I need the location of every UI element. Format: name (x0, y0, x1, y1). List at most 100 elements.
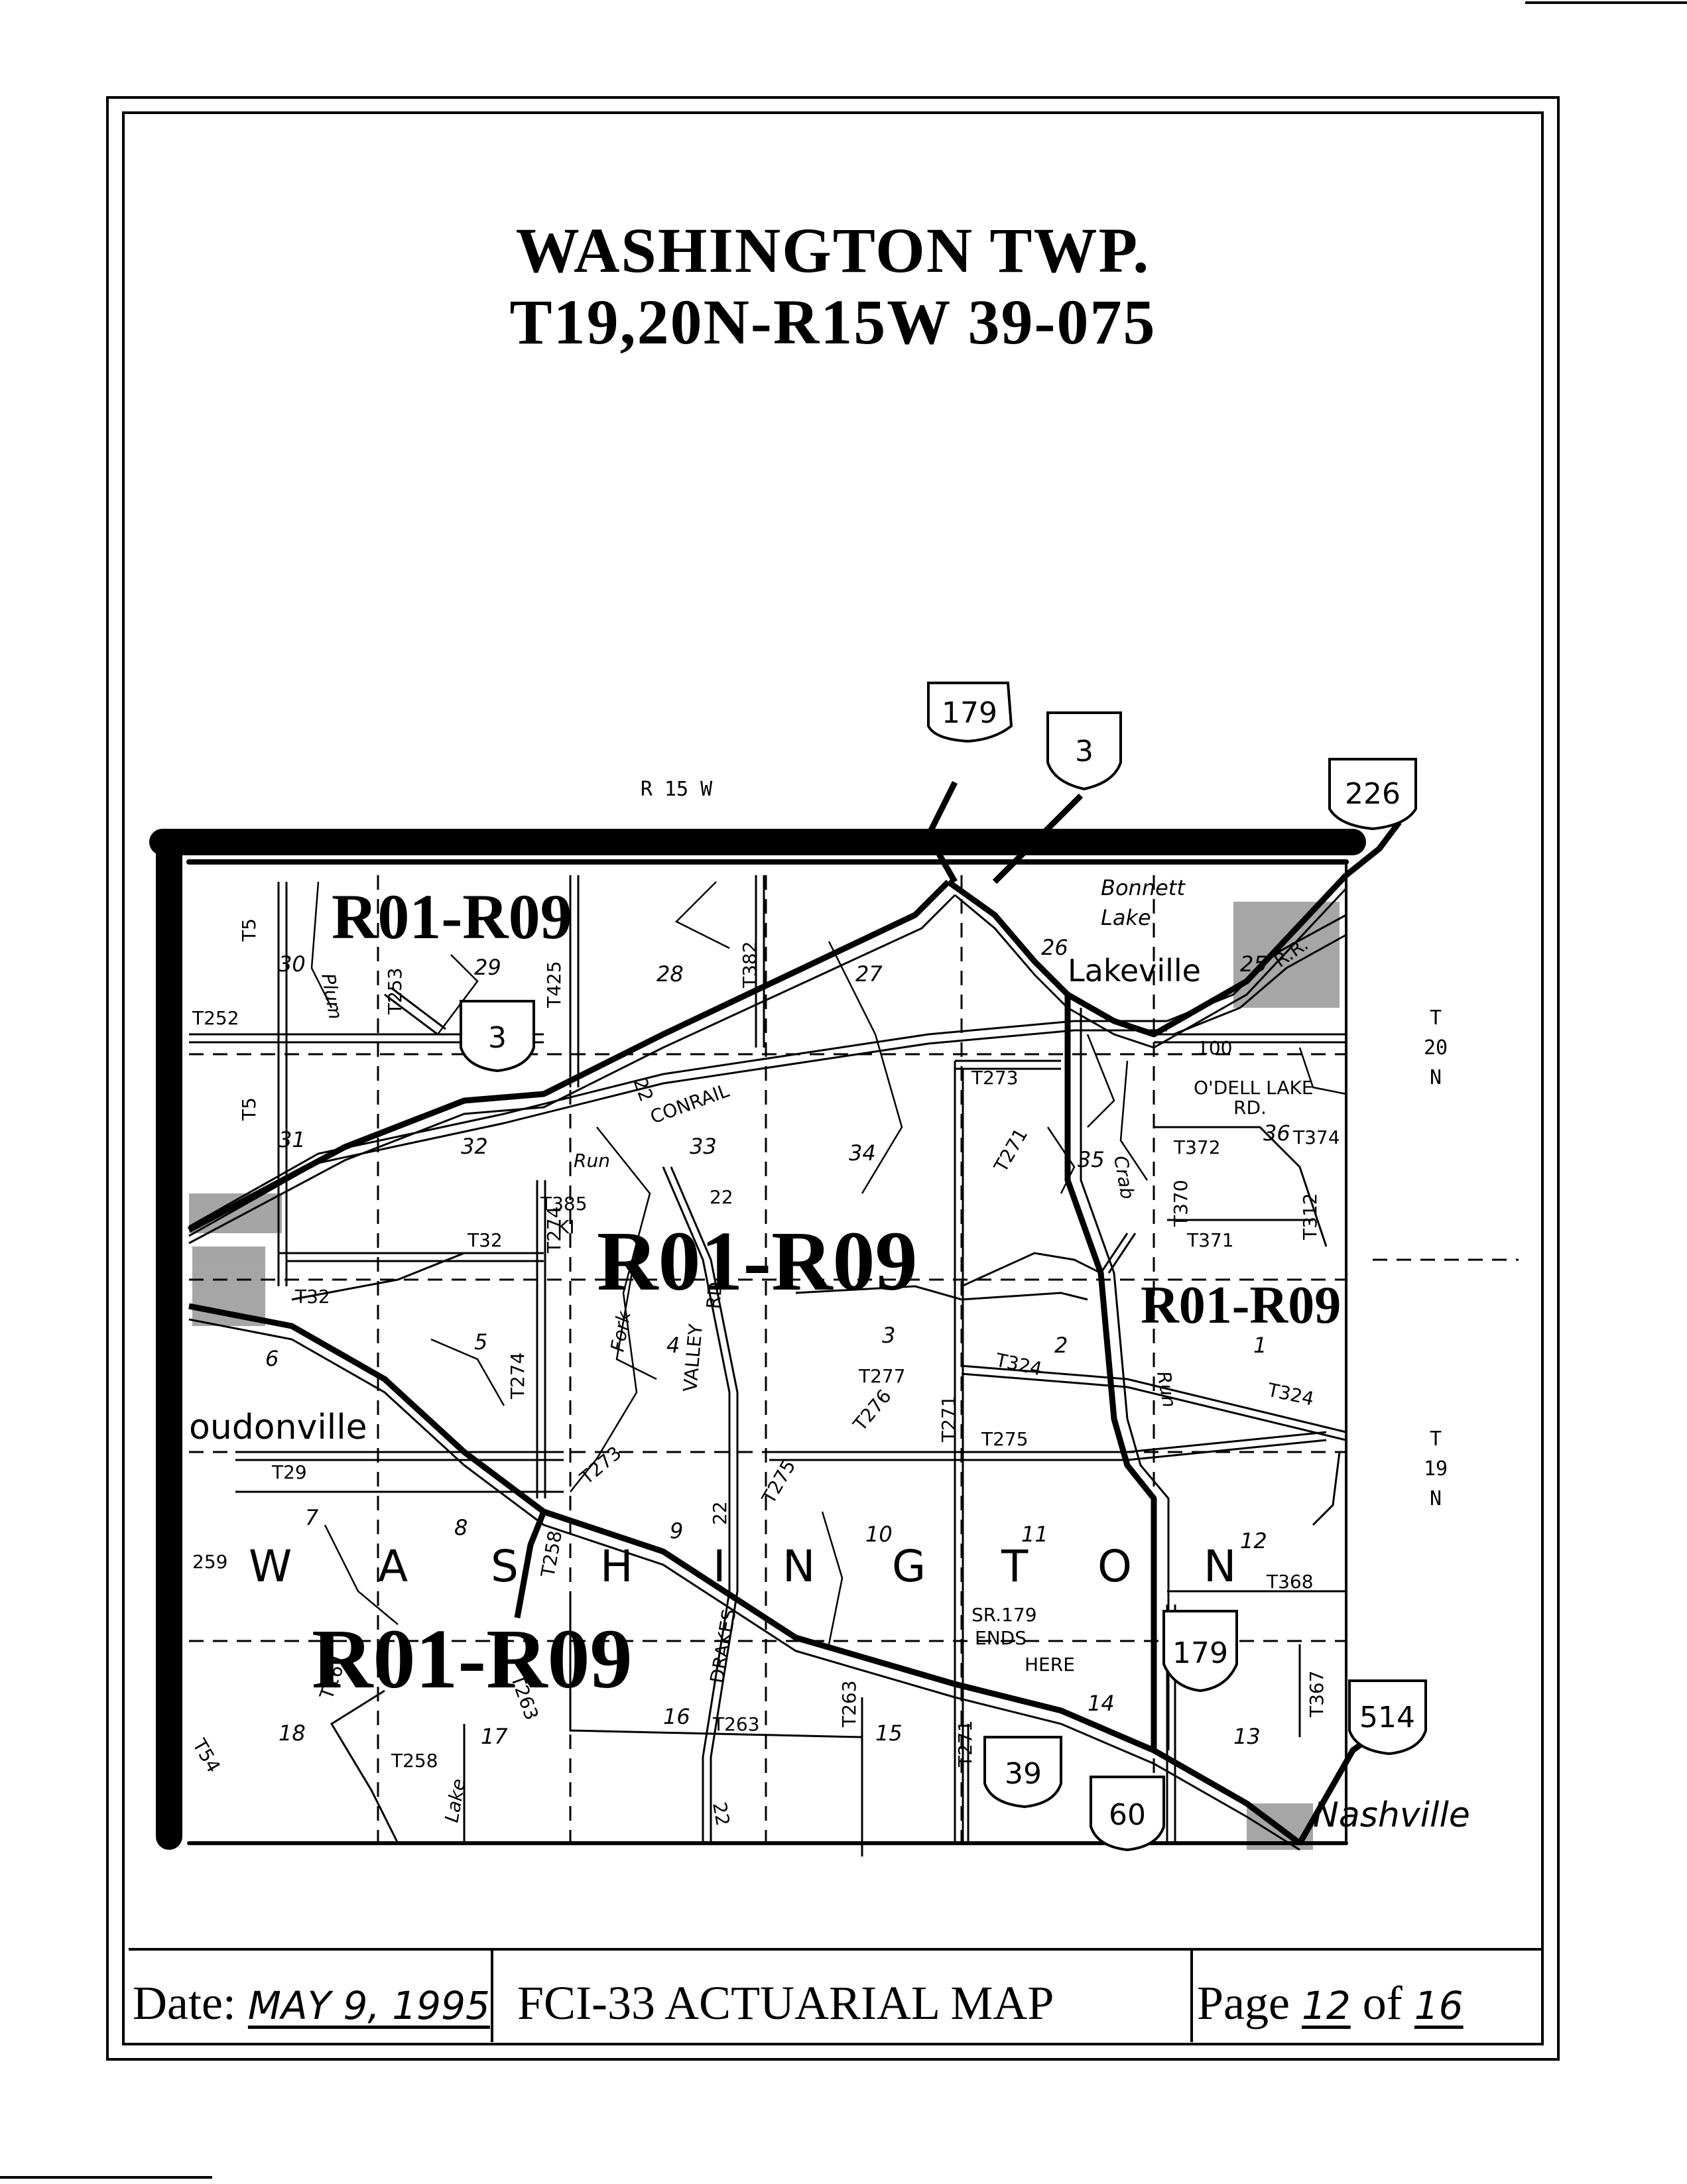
svg-text:T54: T54 (188, 1734, 224, 1776)
township-roads (189, 875, 1347, 1856)
township-name-lettering: W A S H I N G T O N (249, 1541, 1236, 1592)
svg-text:T263: T263 (712, 1713, 760, 1735)
map-body (149, 780, 1519, 1856)
township-label-north: T 20 N (1424, 1006, 1448, 1089)
svg-text:T274: T274 (507, 1352, 529, 1400)
road-labels: T252 T5 T5 T253 T425 T382 T273 T271 T372… (188, 918, 1340, 1827)
svg-text:N: N (782, 1541, 815, 1592)
svg-text:T382: T382 (739, 941, 761, 989)
svg-text:Run: Run (574, 1150, 610, 1172)
footer-page-of: of (1362, 1976, 1403, 2030)
svg-text:T: T (1430, 1006, 1442, 1030)
svg-text:Run: Run (1153, 1369, 1180, 1409)
svg-text:T385: T385 (540, 1193, 588, 1215)
highway-shield-sr179-north: 179 (927, 682, 1013, 743)
svg-text:12: 12 (1240, 1528, 1267, 1553)
svg-text:VALLEY: VALLEY (679, 1323, 707, 1393)
svg-text:T271: T271 (938, 1395, 960, 1443)
footer-page-total: 16 (1414, 1983, 1464, 2028)
svg-text:259: 259 (192, 1551, 227, 1573)
svg-text:CONRAIL: CONRAIL (647, 1079, 732, 1128)
svg-text:14: 14 (1088, 1691, 1115, 1716)
svg-text:29: 29 (474, 955, 501, 980)
highway-shield-sr226: 226 (1328, 758, 1417, 831)
page-border-outer (106, 96, 1560, 2061)
svg-text:2: 2 (1054, 1333, 1068, 1358)
svg-text:18: 18 (279, 1721, 306, 1746)
footer-row (129, 1948, 1541, 2042)
place-lakeville: Lakeville (1068, 953, 1201, 989)
svg-text:T370: T370 (1170, 1180, 1192, 1227)
footer-map-title: FCI-33 ACTUARIAL MAP (517, 1976, 1054, 2030)
rating-zone-label-east: R01-R09 (1141, 1276, 1341, 1335)
place-bonnett-lake-2: Lake (1101, 905, 1151, 930)
svg-text:19: 19 (1424, 1457, 1448, 1481)
svg-text:T: T (1001, 1541, 1029, 1592)
svg-text:T371: T371 (1186, 1229, 1234, 1251)
svg-text:G: G (892, 1541, 926, 1592)
svg-text:7: 7 (305, 1505, 319, 1530)
svg-text:HERE: HERE (1025, 1654, 1075, 1675)
svg-text:T367: T367 (1306, 1670, 1328, 1718)
svg-text:T275: T275 (757, 1456, 800, 1508)
svg-text:33: 33 (690, 1134, 717, 1159)
footer-date-value: MAY 9, 1995 (247, 1983, 490, 2028)
svg-text:T372: T372 (1173, 1136, 1221, 1158)
svg-text:T258: T258 (391, 1750, 438, 1772)
svg-text:H: H (600, 1541, 633, 1592)
svg-text:T425: T425 (543, 961, 565, 1008)
svg-text:T258: T258 (536, 1529, 566, 1579)
scan-artifact-bottom-left (0, 2176, 212, 2179)
svg-text:T5: T5 (238, 1097, 260, 1121)
footer-page: Page 12 of 16 (1197, 1979, 1464, 2027)
svg-text:8: 8 (454, 1515, 468, 1540)
map-title-township: WASHINGTON TWP. (515, 215, 1151, 286)
svg-text:T263: T263 (838, 1680, 860, 1728)
place-bonnett-lake: Bonnett (1101, 875, 1186, 900)
svg-text:W: W (249, 1541, 292, 1592)
svg-text:514: 514 (1359, 1701, 1415, 1734)
svg-text:T374: T374 (1292, 1126, 1340, 1148)
svg-text:Plum: Plum (317, 971, 347, 1020)
rating-zone-label-nw: R01-R09 (332, 881, 572, 952)
svg-text:T32: T32 (467, 1229, 503, 1251)
svg-text:31: 31 (279, 1127, 306, 1152)
svg-text:N: N (1430, 1066, 1442, 1089)
svg-text:T253: T253 (384, 967, 406, 1015)
svg-text:S: S (491, 1541, 519, 1592)
svg-text:22: 22 (710, 1186, 733, 1208)
svg-text:13: 13 (1233, 1724, 1261, 1749)
svg-text:T32: T32 (294, 1286, 330, 1307)
footer-page-label: Page (1197, 1976, 1290, 2030)
svg-text:T274: T274 (543, 1206, 565, 1254)
svg-text:N: N (1430, 1487, 1442, 1510)
svg-text:T271: T271 (954, 1720, 976, 1768)
highway-shield-sr39: 39 (983, 1736, 1062, 1809)
svg-text:N: N (1204, 1541, 1236, 1592)
svg-text:26: 26 (1041, 935, 1068, 960)
svg-text:T29: T29 (271, 1461, 307, 1483)
svg-text:60: 60 (1109, 1798, 1146, 1832)
footer-date-label: Date: (133, 1976, 236, 2030)
svg-text:179: 179 (1172, 1636, 1228, 1670)
svg-text:4: 4 (666, 1333, 680, 1358)
svg-text:22: 22 (708, 1800, 734, 1827)
svg-text:3: 3 (488, 1021, 507, 1055)
svg-text:5: 5 (474, 1329, 487, 1355)
svg-text:25: 25 (1240, 951, 1267, 977)
svg-text:1: 1 (1253, 1333, 1267, 1358)
svg-text:Lake: Lake (440, 1777, 469, 1824)
svg-text:T271: T271 (989, 1124, 1032, 1176)
svg-text:RD.: RD. (702, 1275, 727, 1310)
svg-text:T252: T252 (192, 1007, 239, 1029)
svg-text:KI: KI (557, 1216, 575, 1238)
svg-text:T276: T276 (848, 1385, 895, 1435)
svg-text:T368: T368 (1266, 1571, 1314, 1593)
svg-text:179: 179 (942, 696, 997, 730)
zone-boundary (149, 829, 1366, 1850)
village-shading (189, 902, 1340, 1850)
svg-text:20: 20 (1424, 1036, 1448, 1060)
range-label: R 15 W (641, 778, 713, 801)
svg-text:I: I (713, 1541, 725, 1592)
